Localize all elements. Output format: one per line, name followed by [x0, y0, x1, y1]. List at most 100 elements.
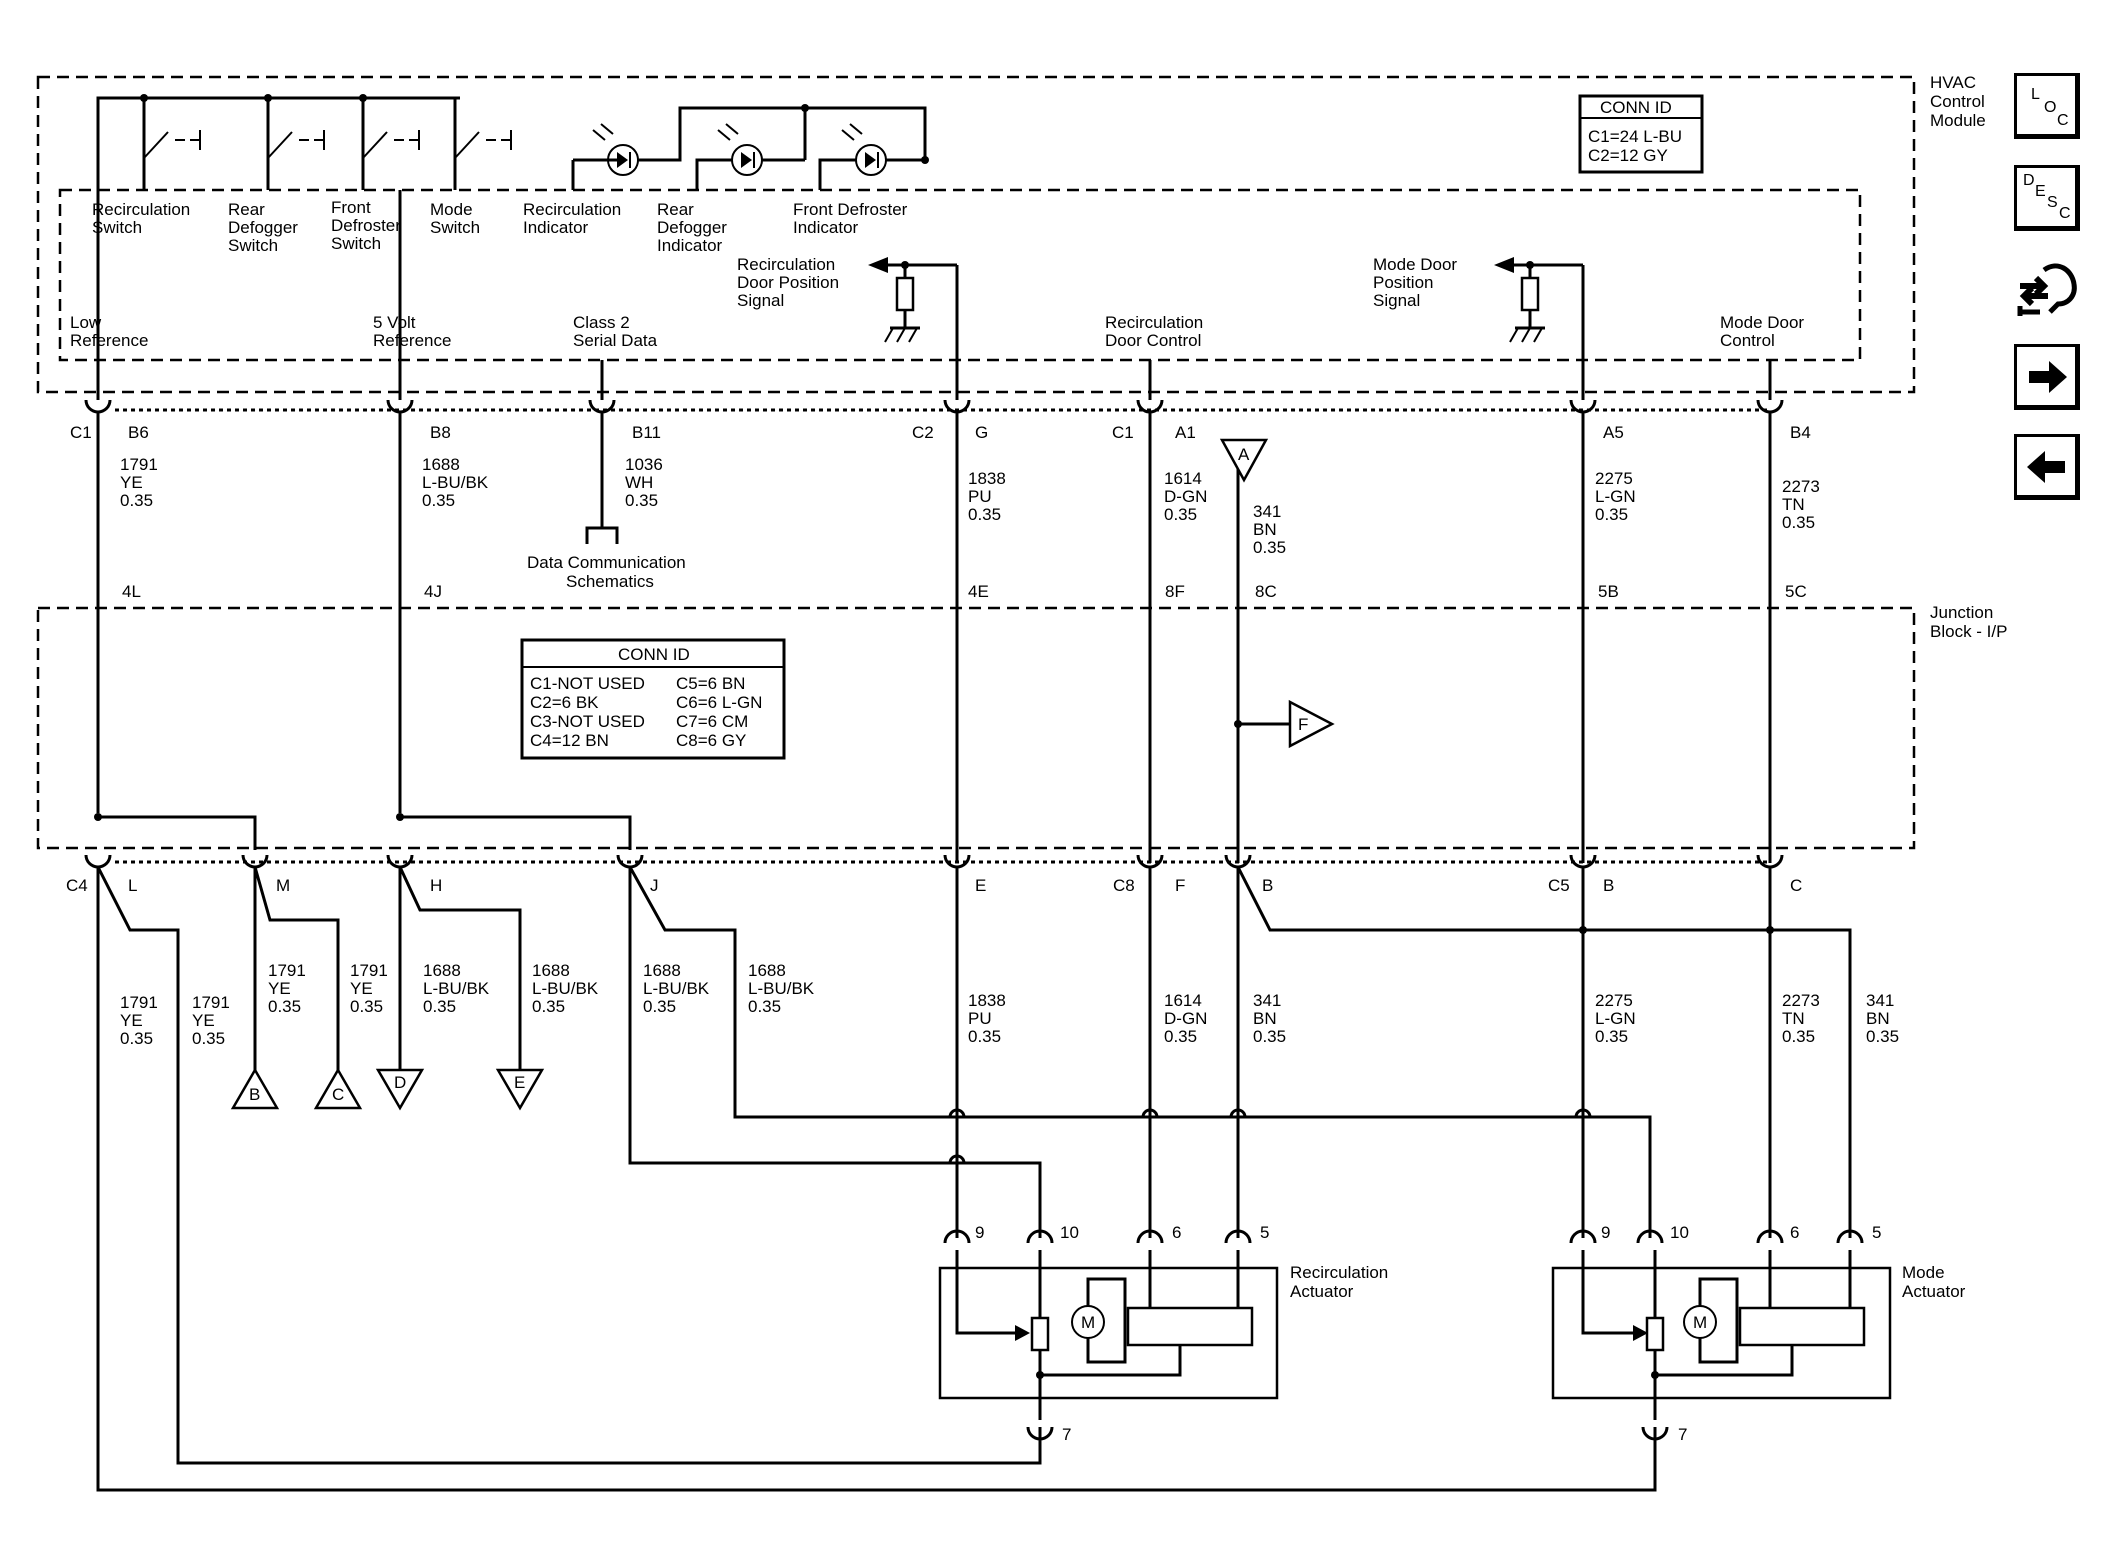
junction-pin-label: 4L — [122, 582, 141, 601]
wire-2273-label: 2273 TN 0.35 — [1782, 477, 1825, 532]
hvac-conn-id-title: CONN ID — [1600, 98, 1672, 117]
wire-2273-lower-label: 2273 TN 0.35 — [1782, 991, 1825, 1046]
junction-block: Junction Block - I/P 4L 4J 4E 8F 8C 5B 5… — [36, 582, 2007, 850]
mode-position-sensor-circuit — [1494, 257, 1583, 343]
recirc-actuator-label: Recirculation Actuator — [1290, 1263, 1393, 1301]
indicator-bank — [571, 104, 929, 190]
actuator-pin-label: 6 — [1790, 1223, 1799, 1242]
wire-1688-label: 1688 L-BU/BK 0.35 — [422, 455, 493, 510]
mode-actuator: 9 10 6 5 M 7 Mode Actuator — [1551, 1223, 1966, 1444]
description-button[interactable]: D E S C — [2014, 165, 2080, 231]
svg-text:D: D — [394, 1073, 406, 1092]
offpage-connector-f: F — [1288, 699, 1335, 749]
front-defroster-switch — [361, 130, 420, 190]
upper-wire-runs — [96, 190, 1772, 863]
svg-text:A: A — [1238, 445, 1250, 464]
class2-serial-data-label: Class 2 Serial Data — [573, 313, 658, 350]
pin-label: E — [975, 876, 986, 895]
pin-label: B — [1262, 876, 1273, 895]
arrow-right-icon — [2029, 361, 2067, 393]
wire-1688d-label: 1688 L-BU/BK 0.35 — [748, 961, 819, 1016]
wire-1614-label: 1614 D-GN 0.35 — [1164, 469, 1212, 524]
wire-341b-label: 341 BN 0.35 — [1866, 991, 1899, 1046]
junction-block-label: Junction Block - I/P — [1930, 603, 2007, 641]
wire-1688b-label: 1688 L-BU/BK 0.35 — [532, 961, 603, 1016]
mode-position-signal-label: Mode Door Position Signal — [1373, 255, 1462, 310]
pin-label: L — [128, 876, 137, 895]
low-reference-label: Low Reference — [70, 313, 148, 350]
svg-text:C: C — [332, 1085, 344, 1104]
pin-label: B — [1603, 876, 1614, 895]
offpage-connector-b: B — [230, 1067, 280, 1110]
wire-1791a-label: 1791 YE 0.35 — [120, 993, 163, 1048]
wire-341a-label: 341 BN 0.35 — [1253, 991, 1286, 1046]
wire-1614-lower-label: 1614 D-GN 0.35 — [1164, 991, 1212, 1046]
wire-1688a-label: 1688 L-BU/BK 0.35 — [423, 961, 494, 1016]
rear-defogger-indicator-led — [717, 123, 739, 141]
recirculation-actuator: 9 10 6 5 M 7 Recirculation Actuator — [938, 1223, 1393, 1444]
wire-1688c-label: 1688 L-BU/BK 0.35 — [643, 961, 714, 1016]
wire-1791c-label: 1791 YE 0.35 — [268, 961, 311, 1016]
junction-pin-label: 8C — [1255, 582, 1277, 601]
pin-label: A5 — [1603, 423, 1624, 442]
pin-label: J — [650, 876, 659, 895]
junction-bottom-connector-row — [84, 854, 1784, 869]
rear-defogger-switch-label: Rear Defogger Switch — [228, 200, 303, 255]
pin-label: A1 — [1175, 423, 1196, 442]
five-volt-reference-label: 5 Volt Reference — [373, 313, 451, 350]
wire-1838-lower-label: 1838 PU 0.35 — [968, 991, 1011, 1046]
svg-text:B: B — [249, 1085, 260, 1104]
pin-label: M — [276, 876, 290, 895]
pin-label: C5 — [1548, 876, 1570, 895]
recirculation-indicator-led — [592, 123, 614, 141]
connector-pin — [386, 399, 414, 414]
wire-1036-label: 1036 WH 0.35 — [625, 455, 668, 510]
recirculation-indicator-label: Recirculation Indicator — [523, 200, 626, 237]
offpage-connector-e: E — [495, 1068, 545, 1111]
hvac-conn-id-line: C2=12 GY — [1588, 146, 1668, 165]
junction-pin-label: 4J — [424, 582, 442, 601]
actuator-pin-label: 5 — [1260, 1223, 1269, 1242]
location-button[interactable]: L O C — [2014, 73, 2080, 139]
connector-pin — [588, 399, 616, 414]
actuator-pin-label: 6 — [1172, 1223, 1181, 1242]
junction-conn-left: C1-NOT USED C2=6 BK C3-NOT USED C4=12 BN — [530, 674, 650, 750]
actuator-pin-label: 7 — [1062, 1425, 1071, 1444]
front-defroster-switch-label: Front Defroster Switch — [331, 198, 406, 253]
actuator-pin-label: 10 — [1060, 1223, 1079, 1242]
front-defroster-indicator-label: Front Defroster Indicator — [793, 200, 912, 237]
pin-label: B11 — [632, 423, 661, 442]
pin-label: C2 — [912, 423, 934, 442]
actuator-pin-label: 5 — [1872, 1223, 1881, 1242]
mode-switch — [453, 130, 512, 190]
junction-conn-right: C5=6 BN C6=6 L-GN C7=6 CM C8=6 GY — [676, 674, 767, 750]
wire-341-label: 341 BN 0.35 — [1253, 502, 1286, 557]
offpage-connector-d: D — [375, 1068, 425, 1111]
rear-defogger-switch — [266, 130, 325, 190]
wire-1791b-label: 1791 YE 0.35 — [192, 993, 235, 1048]
hvac-conn-id-line: C1=24 L-BU — [1588, 127, 1682, 146]
hvac-connector-row — [84, 399, 1784, 414]
wire-2275-label: 2275 L-GN 0.35 — [1595, 469, 1640, 524]
connector-icon[interactable] — [2014, 256, 2080, 322]
arrow-left-icon — [2027, 451, 2065, 483]
actuator-pin-label: 10 — [1670, 1223, 1689, 1242]
pin-label: G — [975, 423, 988, 442]
pin-label: F — [1175, 876, 1185, 895]
hvac-conn-id-box: CONN ID C1=24 L-BU C2=12 GY — [1578, 94, 1704, 174]
wire-1838-label: 1838 PU 0.35 — [968, 469, 1011, 524]
connector-pin — [1756, 399, 1784, 414]
pin-label: B8 — [430, 423, 451, 442]
pin-label: C1 — [1112, 423, 1134, 442]
pin-label: C — [1790, 876, 1802, 895]
pin-label: B4 — [1790, 423, 1811, 442]
recirculation-switch-label: Recirculation Switch — [92, 200, 195, 237]
offpage-connector-c: C — [313, 1067, 363, 1110]
recirc-position-signal-label: Recirculation Door Position Signal — [737, 255, 844, 310]
previous-page-button[interactable] — [2014, 434, 2080, 500]
wire-1791-label: 1791 YE 0.35 — [120, 455, 163, 510]
recirculation-switch — [142, 130, 201, 190]
actuator-pin-label: 9 — [975, 1223, 984, 1242]
next-page-button[interactable] — [2014, 344, 2080, 410]
junction-conn-id-title: CONN ID — [618, 645, 690, 664]
